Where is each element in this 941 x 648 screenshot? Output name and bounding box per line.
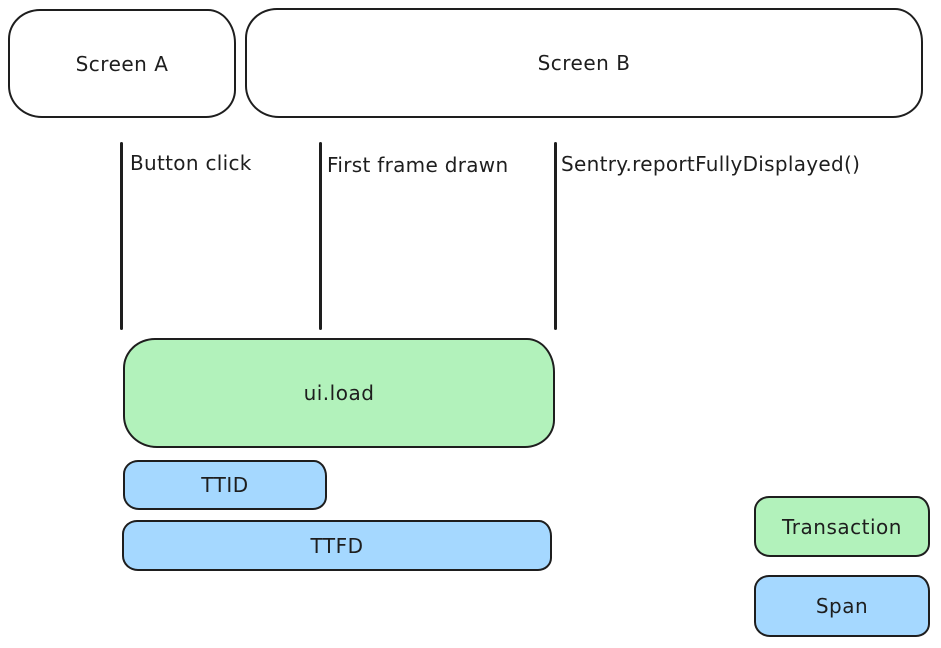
button-click-label: Button click <box>130 151 252 175</box>
report-fully-displayed-label: Sentry.reportFullyDisplayed() <box>561 152 861 176</box>
ui-load-label: ui.load <box>303 381 375 405</box>
ttid-span-bar: TTID <box>123 460 327 510</box>
ttid-label: TTID <box>201 473 249 497</box>
screen-a-box: Screen A <box>8 9 236 118</box>
legend-span-label: Span <box>815 594 869 618</box>
ttfd-span-bar: TTFD <box>122 520 552 571</box>
button-click-marker-line <box>120 142 123 330</box>
ttfd-label: TTFD <box>310 533 364 558</box>
legend-transaction-box: Transaction <box>754 496 930 557</box>
legend-transaction-label: Transaction <box>782 514 902 539</box>
legend-span-box: Span <box>754 575 930 637</box>
first-frame-drawn-marker-line <box>319 142 322 330</box>
first-frame-drawn-label: First frame drawn <box>327 153 509 177</box>
report-fully-displayed-marker-line <box>554 142 557 330</box>
screen-b-label: Screen B <box>537 51 631 75</box>
ui-load-transaction-bar: ui.load <box>123 338 555 448</box>
screen-a-label: Screen A <box>75 51 169 76</box>
screen-b-box: Screen B <box>245 8 923 118</box>
